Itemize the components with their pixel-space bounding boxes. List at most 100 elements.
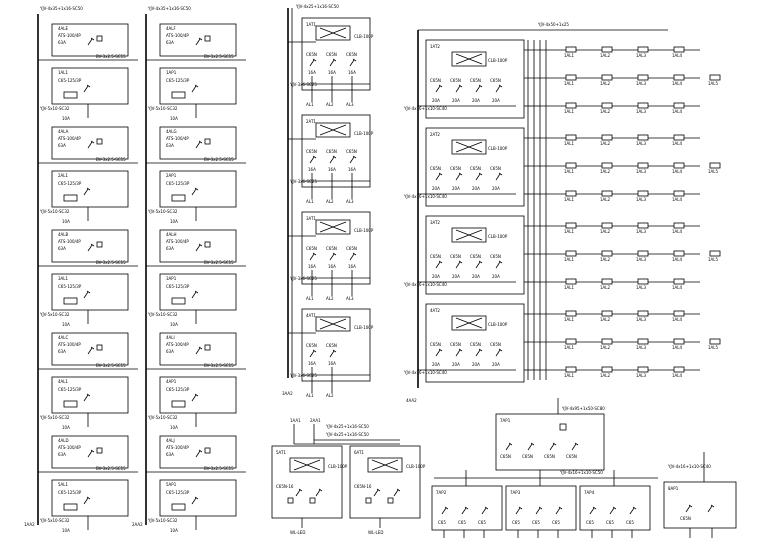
ats-diagonal — [455, 53, 483, 65]
load-symbol: 1AL4 — [672, 74, 685, 86]
rating-label: 16A — [348, 167, 356, 172]
breaker-block — [63, 503, 78, 511]
breaker-type-label: C65N — [306, 343, 317, 348]
breaker-blade — [589, 507, 595, 515]
transfer-panel-frame — [271, 445, 343, 519]
rating-label: 63A — [166, 349, 174, 354]
load-box — [565, 162, 577, 169]
breaker-symbol — [191, 290, 199, 299]
breaker-symbol — [195, 449, 203, 458]
breaker-blade — [629, 507, 635, 515]
rating-label: 10A — [170, 219, 178, 224]
breaker-symbol — [309, 349, 317, 358]
load-label: 1AL2 — [600, 109, 611, 114]
rating-label: 63A — [58, 143, 66, 148]
load-label: 1AL4 — [672, 285, 683, 290]
breaker-contact — [458, 172, 463, 176]
breaker-symbol — [83, 84, 91, 93]
breaker-blade — [475, 349, 481, 357]
breaker-contact — [194, 496, 199, 500]
switch-type-label: CLB-100P — [354, 34, 374, 39]
ats-diagonal — [455, 229, 483, 241]
outgoing-circuit-label: AL3 — [346, 296, 354, 301]
breaker-type-label: C65 — [626, 520, 634, 525]
load-box — [673, 250, 685, 257]
feeder-cable-label: YJV-4x25+1x16-SC50 — [295, 4, 339, 9]
breaker-contact — [198, 140, 203, 144]
load-symbol: 1AL2 — [600, 366, 613, 378]
breaker-symbol — [87, 140, 95, 149]
load-label: 1AL5 — [708, 169, 719, 174]
load-label: 1AL5 — [708, 81, 719, 86]
meter-box-label: 4ALG — [166, 129, 177, 134]
bus-end-label: 4AA2 — [406, 398, 417, 403]
breaker-symbol — [393, 488, 401, 497]
load-box — [637, 222, 649, 229]
breaker-blade — [191, 291, 197, 299]
breaker-blade — [329, 156, 335, 164]
load-box — [709, 162, 721, 169]
load-box — [673, 366, 685, 373]
load-symbol: 1AL1 — [564, 46, 577, 58]
breaker-blade — [87, 347, 93, 355]
breaker-symbol — [707, 504, 715, 513]
load-symbol: 1AL5 — [708, 250, 721, 262]
load-symbol: 1AL1 — [564, 250, 577, 262]
breaker-symbol — [83, 393, 91, 402]
load-box — [673, 190, 685, 197]
load-box — [637, 162, 649, 169]
breaker-block — [63, 400, 78, 408]
rating-label: 16A — [328, 70, 336, 75]
load-label: 1AL2 — [600, 197, 611, 202]
load-label: 1AL4 — [672, 345, 683, 350]
breaker-contact — [592, 506, 597, 510]
panel-name: 7AP1 — [500, 418, 511, 423]
breaker-contact — [538, 506, 543, 510]
transfer-panel: 4AT1CLB-100PC65N16AAL1C65N16AAL2YJV-3x6-… — [288, 308, 374, 398]
distribution-box-label: 2AL1 — [58, 173, 69, 178]
breaker-symbol — [309, 58, 317, 67]
breaker-blade — [685, 505, 691, 513]
breaker-type-label: C65N — [326, 149, 337, 154]
ats-diagonal — [319, 124, 347, 136]
rating-label: 10A — [62, 528, 70, 533]
breaker-block — [63, 297, 78, 305]
breaker-symbol — [475, 172, 483, 181]
load-label: 1AL3 — [636, 345, 647, 350]
load-box — [637, 74, 649, 81]
load-label: 1AL3 — [636, 229, 647, 234]
breaker-contact — [710, 504, 715, 508]
breaker-symbol — [527, 442, 535, 451]
meter-square — [204, 241, 211, 248]
breaker-block — [171, 400, 186, 408]
load-symbol: 1AL3 — [636, 102, 649, 114]
outgoing-cable-label: YJV-4x16+1x10-SC40 — [403, 282, 447, 287]
load-label: 1AL4 — [672, 257, 683, 262]
switch-type-label: CLB-100P — [354, 131, 374, 136]
load-box — [673, 310, 685, 317]
load-symbol: 1AL2 — [600, 250, 613, 262]
breaker-type-label: C65N — [522, 454, 533, 459]
breaker-symbol — [455, 84, 463, 93]
breaker-blade — [349, 156, 355, 164]
load-symbol: 1AL4 — [672, 46, 685, 58]
load-label: 1AL3 — [636, 285, 647, 290]
load-box — [673, 278, 685, 285]
breaker-type-label: C65N — [566, 454, 577, 459]
breaker-type-label: C65N — [490, 342, 501, 347]
breaker-contact — [552, 442, 557, 446]
distribution-cell: 4ALFATS-100/4P63ABV-3x2.5-SC151AP1C65-12… — [146, 23, 246, 121]
load-symbol: 1AL1 — [564, 134, 577, 146]
breaker-type-label: C65N — [346, 246, 357, 251]
breaker-blade — [83, 291, 89, 299]
load-label: 1AL3 — [636, 257, 647, 262]
outgoing-cable-label: YJV-4x16+1x10-SC50 — [559, 470, 603, 475]
meter-square — [309, 497, 316, 504]
rating-label: 20A — [432, 98, 440, 103]
source-label: 1AA1 — [290, 418, 301, 423]
meter-box — [159, 126, 237, 160]
breaker-blade — [495, 173, 501, 181]
load-symbol: 1AL3 — [636, 134, 649, 146]
device-type-label: ATS-100/4P — [166, 33, 189, 38]
